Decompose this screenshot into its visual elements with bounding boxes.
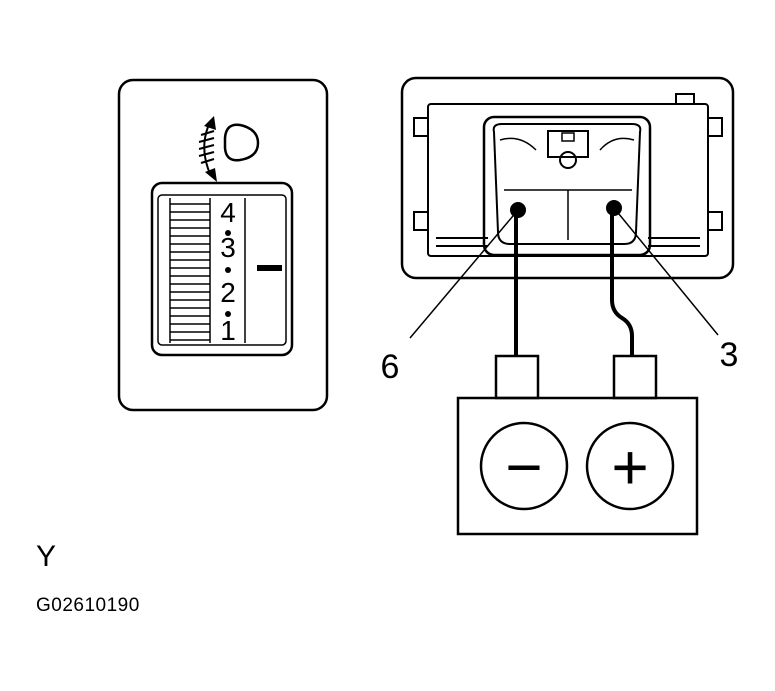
positive-symbol: + xyxy=(611,431,648,503)
battery-negative-terminal xyxy=(479,421,569,511)
leader-line-3 xyxy=(613,207,719,336)
dial-number-4: 4 xyxy=(220,197,236,228)
connector xyxy=(400,76,735,280)
terminal-label-3: 3 xyxy=(720,336,739,374)
dial-number-3: 3 xyxy=(220,232,236,263)
battery-body xyxy=(456,396,699,536)
position-indicator-mark xyxy=(257,265,282,271)
caption-letter: Y xyxy=(36,540,57,573)
terminal-label-6: 6 xyxy=(381,348,400,386)
switch-bezel xyxy=(117,78,329,412)
dial-numbers: 4 3 2 1 xyxy=(220,197,236,346)
dial-number-1: 1 xyxy=(220,315,236,346)
negative-symbol: − xyxy=(505,431,542,503)
test-leads xyxy=(514,210,634,356)
headlight-level-icon xyxy=(198,116,260,182)
dial-number-2: 2 xyxy=(220,277,236,308)
leader-line-6 xyxy=(409,209,519,339)
positive-lead-clip xyxy=(612,354,658,400)
leveling-switch xyxy=(117,78,329,412)
dial-knurl xyxy=(169,198,211,343)
figure-code: G02610190 xyxy=(36,595,140,616)
negative-lead-clip xyxy=(494,354,540,400)
battery xyxy=(456,396,699,536)
battery-positive-terminal xyxy=(585,421,675,511)
connector-housing xyxy=(400,76,735,280)
dial-housing xyxy=(150,181,294,357)
terminal-cavity xyxy=(482,115,652,257)
